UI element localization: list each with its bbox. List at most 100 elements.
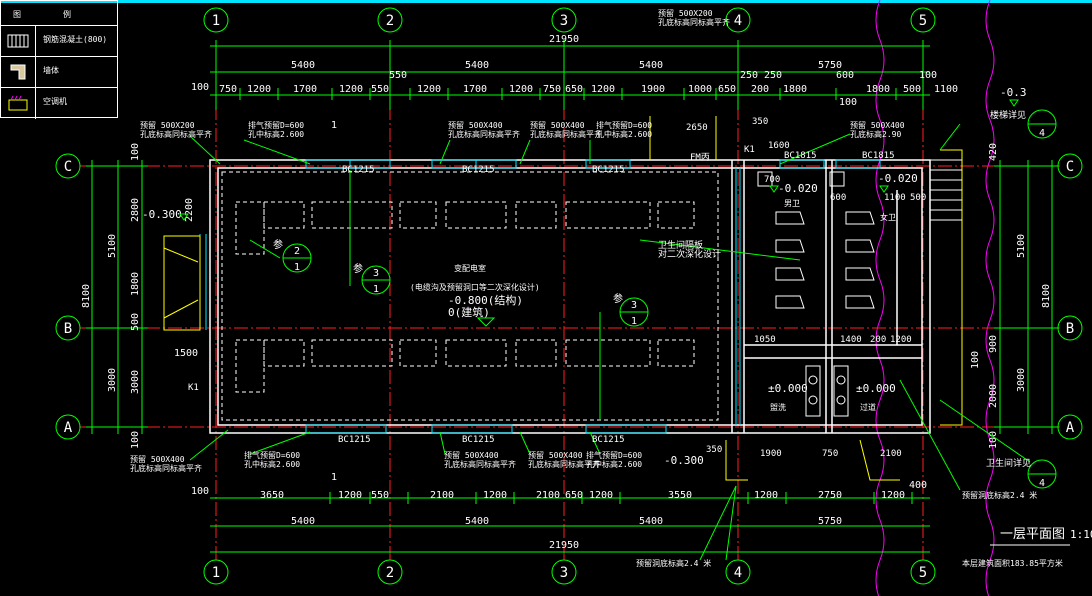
dim-detail: 1800 (866, 84, 890, 95)
door-tag: K1 (188, 383, 199, 393)
dim-detail: 500 (903, 84, 921, 95)
dim-detail-left: 100 (130, 143, 141, 161)
equipment-outline (221, 171, 719, 421)
legend-item: 空调机 (1, 88, 117, 118)
dim-note: 750 (822, 449, 838, 459)
dim-detail-left: 500 (130, 313, 141, 331)
note-stairs: 楼梯详见 (990, 109, 1026, 121)
dim-detail: 1800 (783, 84, 807, 95)
dim-note: 700 (764, 175, 780, 185)
elevation: -0.020 (878, 172, 918, 185)
grate-icon (7, 34, 29, 48)
door-tag: FM丙 (690, 152, 710, 163)
elevation: -0.020 (778, 182, 818, 195)
window-tag: BC1215 (462, 165, 495, 175)
elevation-triangles (179, 99, 1019, 327)
dim-note: 1100 (884, 193, 906, 203)
axis-label-top: 1 (212, 13, 220, 29)
room-label: 女卫 (880, 212, 896, 222)
dim-total-top: 21950 (549, 34, 579, 45)
dim-detail: 3550 (668, 490, 692, 501)
dim-detail: 200 (751, 84, 769, 95)
axis-label-top: 2 (386, 13, 394, 29)
window-tag: BC1215 (462, 435, 495, 445)
note-drain: 预留洞底标高2.4 米 (962, 490, 1037, 500)
dim-detail: 650 (565, 490, 583, 501)
legend-item: 墙体 (1, 57, 117, 88)
window-tag: BC1815 (862, 151, 895, 161)
dim-segment: 5400 (291, 60, 315, 71)
callout-sheet: 1 (373, 284, 379, 295)
dim-detail: 2750 (818, 490, 842, 501)
legend-label: 钢筋混凝土(800) (43, 35, 108, 44)
dim-detail: 100 (191, 486, 209, 497)
dim-extra: 100 (839, 97, 857, 108)
dim-extra: 250 (764, 70, 782, 81)
window-tag: BC1215 (338, 435, 371, 445)
dim-note: 1050 (754, 335, 776, 345)
dimension-lines (86, 40, 1058, 553)
legend-header: 图 例 (1, 1, 117, 26)
legend-header-left: 图 (13, 10, 21, 19)
window-tag: BC1215 (342, 165, 375, 175)
dim-detail: 1200 (589, 490, 613, 501)
axis-label-left: C (64, 159, 72, 175)
section-marker: 1 (331, 120, 337, 131)
legend-divider (35, 25, 36, 119)
dim-detail: 1200 (483, 490, 507, 501)
leader-lines (189, 123, 1031, 561)
dim-detail: 2100 (430, 490, 454, 501)
axis-label-right: A (1066, 420, 1075, 436)
door-tag: K1 (744, 145, 755, 155)
callout-number: 2 (294, 246, 300, 257)
dim-detail: 400 (909, 480, 927, 491)
dim-detail: 650 (718, 84, 736, 95)
stairs (930, 159, 962, 221)
dim-detail: 1000 (688, 84, 712, 95)
elevation-marks: -0.300 -0.3 -0.020 -0.020 ±0.000 ±0.000 … (142, 86, 1027, 467)
dim-detail: 2100 (536, 490, 560, 501)
dim-detail: 1200 (509, 84, 533, 95)
window-tag: BC1215 (592, 435, 625, 445)
entry-canopy (163, 116, 963, 481)
axis-label-right: C (1066, 159, 1074, 175)
annotations-medium: 卫生间隔板对二次深化设计 楼梯详见 卫生间详见 BC1215 BC1215 BC… (188, 109, 1031, 469)
dim-detail: 1200 (339, 84, 363, 95)
window-tag: BC1215 (592, 165, 625, 175)
axis-lines (80, 40, 1060, 560)
dim-extra: 600 (836, 70, 854, 81)
dim-detail: 1100 (934, 84, 958, 95)
room-label: 过道 (860, 402, 876, 412)
dim-note: 600 (830, 193, 846, 203)
dim-detail: 1200 (754, 490, 778, 501)
drawing-title: 一层平面图 (1000, 527, 1065, 542)
dim-segment: 5750 (818, 516, 842, 527)
dim-detail-right: 100 (970, 351, 981, 369)
dim-note: 1600 (768, 141, 790, 151)
detail-callouts (282, 109, 1057, 489)
break-line (875, 0, 885, 596)
dim-detail: 250 (740, 70, 758, 81)
callout-number: 3 (631, 300, 637, 311)
room-label: 男卫 (784, 199, 800, 208)
axis-label-left: B (64, 321, 72, 337)
drawing-scale: 1:10 (1070, 528, 1092, 541)
dim-extra: 550 (389, 70, 407, 81)
elevation: ±0.000 (856, 382, 896, 395)
dim-segment-left: 3000 (107, 368, 118, 392)
dim-segment: 5400 (465, 516, 489, 527)
room-note: (电缆沟及预留洞口等二次深化设计) (410, 282, 540, 292)
axis-label-top: 5 (919, 13, 927, 29)
dim-note: 350 (752, 117, 768, 127)
elevation: 0(建筑) (448, 305, 490, 319)
ref-label: 参 (273, 238, 283, 251)
dim-detail: 1200 (247, 84, 271, 95)
